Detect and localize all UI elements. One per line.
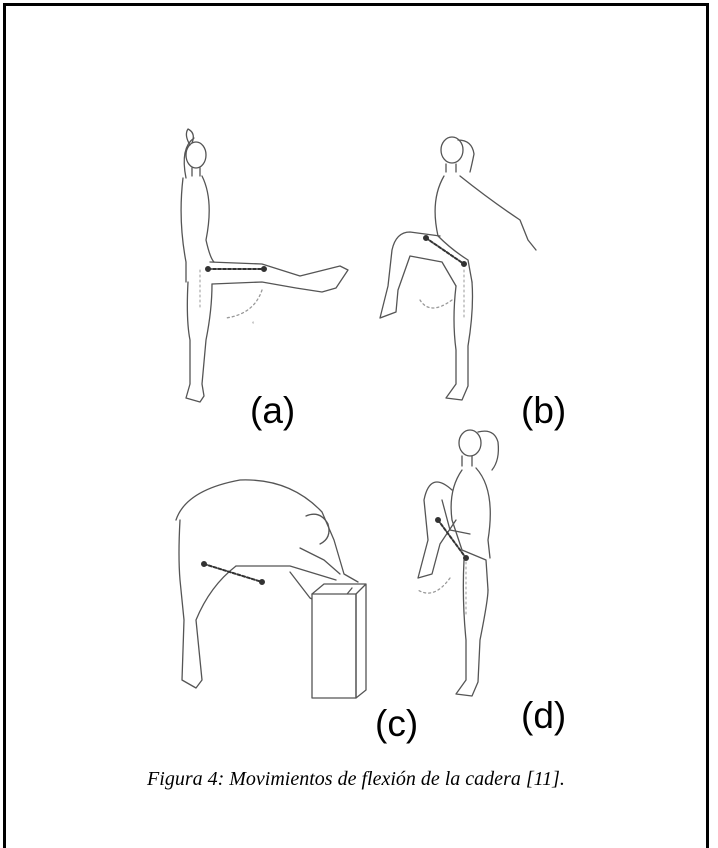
svg-text:°: ° (252, 322, 255, 328)
figure-b-measure-line (424, 236, 466, 318)
figure-caption: Figura 4: Movimientos de flexión de la c… (0, 768, 712, 791)
figure-a-measure-line (200, 267, 266, 310)
panel-label-a: (a) (250, 392, 295, 429)
figure-a-illustration: ° (181, 129, 348, 402)
figure-c-measure-line (202, 562, 264, 584)
panel-label-d: (d) (521, 697, 566, 734)
figure-b-illustration (380, 137, 536, 400)
panel-label-c: (c) (375, 705, 418, 742)
figure-c-illustration (176, 480, 366, 698)
panel-label-b: (b) (521, 392, 566, 429)
figure-d-illustration (418, 430, 498, 696)
